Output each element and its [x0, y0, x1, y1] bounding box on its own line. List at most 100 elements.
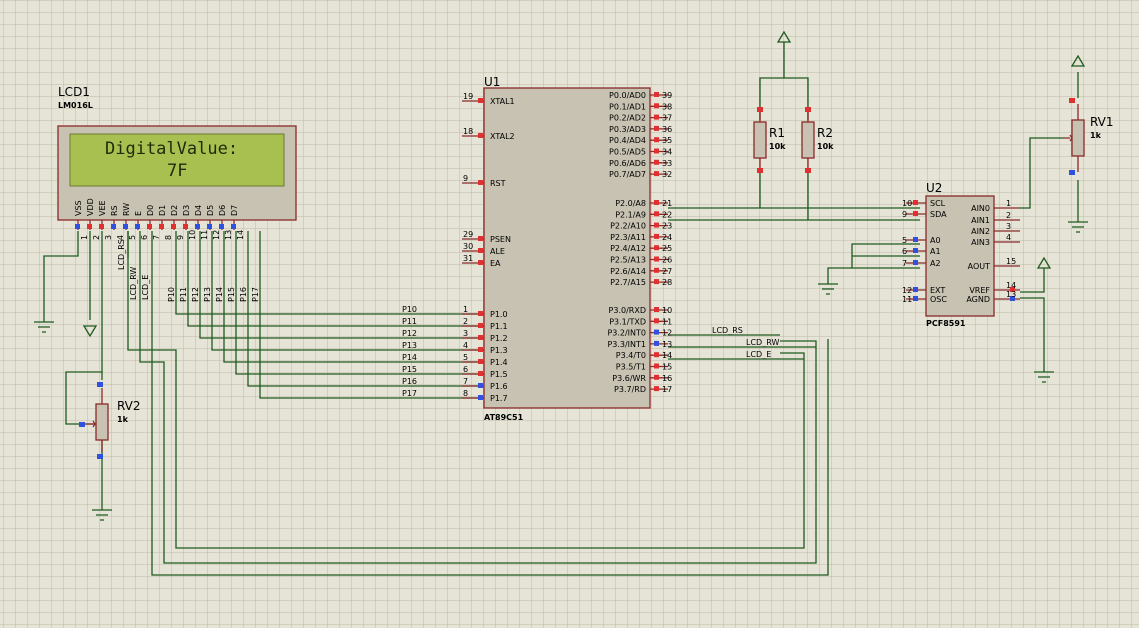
mcu-pin-number: 11	[662, 317, 672, 326]
lcd-pin-name: D4	[194, 205, 203, 216]
mcu-pin-name: P1.4	[490, 358, 508, 367]
mcu-pin-marker	[478, 236, 483, 241]
adc-pin-number: 14	[1006, 281, 1016, 290]
adc-pin-name: SDA	[930, 210, 947, 219]
adc-pin-name: AOUT	[968, 262, 990, 271]
mcu-pin-marker	[478, 371, 483, 376]
lcd-pin-number: 2	[92, 235, 101, 240]
mcu-pin-number: 29	[463, 230, 473, 239]
potentiometer-rv2[interactable]: RV2 1k	[79, 382, 141, 459]
mcu-pin-number: 9	[463, 174, 468, 183]
mcu-pin-name: P0.5/AD5	[609, 148, 646, 157]
mcu-pin-marker	[478, 359, 483, 364]
lcd-pin-name: D6	[218, 205, 227, 216]
adc-pin-number: 13	[1006, 290, 1016, 299]
mcu-pin-marker	[654, 374, 659, 380]
lcd-pin-marker	[147, 224, 152, 229]
mcu-pin-marker	[478, 180, 483, 185]
lcd-pin-name: D2	[170, 205, 179, 216]
potentiometer-rv1[interactable]: RV1 1k	[1064, 98, 1114, 175]
mcu-pin-name: P3.6/WR	[612, 374, 646, 383]
lcd-pin-number: 14	[236, 230, 245, 240]
mcu-pin-number: 38	[662, 102, 672, 111]
resistor-r1[interactable]: R1 10k	[753, 107, 786, 173]
lcd-pin-marker	[183, 224, 188, 229]
mcu-pin-number: 18	[463, 127, 473, 136]
mcu-pin-marker	[478, 248, 483, 253]
lcd-pin-name: E	[134, 211, 143, 216]
p1-net-label: P16	[402, 377, 417, 386]
mcu-pin-name: P3.5/T1	[616, 363, 646, 372]
mcu-pin-number: 31	[463, 254, 473, 263]
adc-pin-marker	[913, 260, 918, 265]
lcd-pin-name: RW	[122, 203, 131, 216]
lcd-pin-marker	[75, 224, 80, 229]
adc-pin-number: 5	[902, 236, 907, 245]
resistor-r2[interactable]: R2 10k	[801, 107, 834, 173]
mcu-pin-name: P2.1/A9	[615, 210, 646, 219]
net-lcd-rw: LCD_RW	[746, 338, 779, 347]
mcu-pin-marker	[478, 383, 483, 388]
mcu-pin-name: RST	[490, 179, 506, 188]
adc-pin-number: 7	[902, 259, 907, 268]
lcd-pin-marker	[231, 224, 236, 229]
lcd-pin-marker	[87, 224, 92, 229]
lcd-pin-number: 5	[128, 235, 137, 240]
mcu-pin-number: 16	[662, 374, 672, 383]
lcd-pin-number: 10	[188, 230, 197, 240]
lcd-pin-name: VSS	[74, 200, 83, 216]
net-labels: LCD_RS LCD_RW LCD_E LCD_RS LCD_RW LCD_E	[117, 239, 779, 359]
p1-net-label-vertical: P11	[179, 287, 188, 302]
adc-pin-name: VREF	[969, 286, 990, 295]
mcu-pin-marker	[654, 233, 659, 239]
mcu-pin-number: 35	[662, 136, 672, 145]
mcu-pin-name: P0.7/AD7	[609, 170, 646, 179]
p1-net-label-vertical: P14	[215, 287, 224, 302]
mcu-pin-name: P0.0/AD0	[609, 91, 646, 100]
rv1-value: 1k	[1090, 131, 1102, 140]
net-lcd-e: LCD_E	[746, 350, 771, 359]
r1-ref: R1	[769, 126, 785, 140]
rv2-value: 1k	[117, 415, 129, 424]
lcd-pin-name: D3	[182, 205, 191, 216]
mcu-pin-marker	[654, 245, 659, 251]
mcu-pin-number: 17	[662, 385, 672, 394]
adc-pin-number: 2	[1006, 211, 1011, 220]
mcu-pin-name: P1.5	[490, 370, 508, 379]
microcontroller[interactable]: U1 AT89C51 19XTAL118XTAL29RST29PSEN30ALE…	[402, 75, 672, 422]
rv2-body	[95, 403, 109, 441]
mcu-pin-name: ALE	[490, 247, 505, 256]
lcd-screen	[69, 133, 285, 187]
mcu-pin-number: 28	[662, 278, 672, 287]
mcu-pin-name: P1.2	[490, 334, 508, 343]
adc-part: PCF8591	[926, 319, 966, 328]
adc-pin-name: EXT	[930, 286, 945, 295]
p1-net-label: P14	[402, 353, 417, 362]
mcu-pin-number: 12	[662, 329, 672, 338]
mcu-pin-number: 10	[662, 306, 672, 315]
adc-pin-marker	[913, 200, 918, 205]
lcd-module[interactable]: LCD1 LM016L DigitalValue: 7F VSS1VDD2VEE…	[57, 85, 297, 240]
mcu-pin-marker	[478, 395, 483, 400]
mcu-pin-name: P1.6	[490, 382, 508, 391]
mcu-pin-name: P3.4/T0	[616, 351, 646, 360]
mcu-pin-number: 14	[662, 351, 672, 360]
p1-net-label: P11	[402, 317, 417, 326]
r2-ref: R2	[817, 126, 833, 140]
adc-pin-marker	[913, 211, 918, 216]
wires	[43, 42, 1079, 576]
mcu-pin-name: XTAL2	[490, 132, 515, 141]
lcd-pin-marker	[159, 224, 164, 229]
mcu-pin-name: PSEN	[490, 235, 511, 244]
mcu-pin-marker	[478, 335, 483, 340]
r1-value: 10k	[769, 142, 786, 151]
lcd-pin-name: D0	[146, 205, 155, 216]
lcd-pin-marker	[111, 224, 116, 229]
lcd-pin-name: D5	[206, 205, 215, 216]
mcu-pin-marker	[478, 311, 483, 316]
r1-body	[753, 121, 767, 159]
lcd-pin-number: 6	[140, 235, 149, 240]
